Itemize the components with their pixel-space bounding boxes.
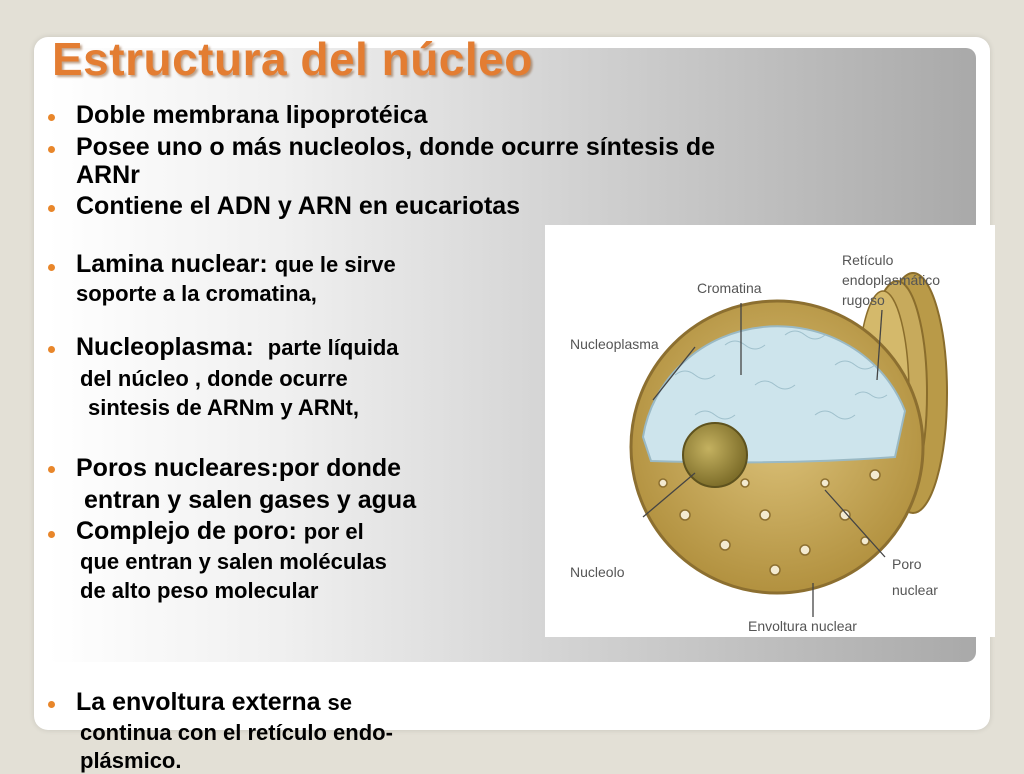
label-poro-line-1: Poro [892, 556, 922, 572]
bullet-4-line-1: Lamina nuclear: que le sirve [76, 250, 396, 279]
bullet-5-line-1: Nucleoplasma: parte líquida [76, 333, 399, 362]
nucleus-diagram: Retículo endoplasmático rugoso Cromatina… [545, 225, 995, 637]
slide-title: Estructura del núcleo [52, 33, 533, 85]
bullet-5-rest: parte líquida [267, 335, 399, 360]
bullet-3-text: Contiene el ADN y ARN en eucariotas [76, 192, 521, 220]
nucleolus [682, 422, 748, 488]
chromatin-texture [674, 330, 888, 420]
label-poro-line-2: nuclear [892, 582, 938, 598]
bullet-dot [48, 146, 55, 153]
bullet-7-line-3: de alto peso molecular [80, 578, 319, 603]
bullet-2-line-2: ARNr [76, 161, 140, 189]
bullet-4-rest: que le sirve [274, 252, 396, 277]
bullet-6-line-1: Poros nucleares:por donde [76, 454, 402, 482]
label-envoltura: Envoltura nuclear [748, 618, 857, 634]
bullet-7-line-2: que entran y salen moléculas [80, 549, 387, 574]
bullet-8-line-1: La envoltura externa se [76, 688, 352, 717]
bullet-8-line-3: plásmico. [80, 748, 182, 773]
bullet-dot [48, 466, 55, 473]
bullet-7-rest: por el [303, 519, 364, 544]
bullet-7-heading: Complejo de poro: [76, 517, 297, 545]
bullet-dot [48, 531, 55, 538]
label-nucleoplasma: Nucleoplasma [570, 336, 659, 352]
bullet-6-line-2: entran y salen gases y agua [84, 486, 417, 514]
bullet-4-line-2: soporte a la cromatina, [76, 281, 317, 306]
bullet-5-line-2: del núcleo , donde ocurre [80, 366, 348, 391]
nucleus-diagram-svg: Retículo endoplasmático rugoso Cromatina… [570, 252, 948, 634]
bullet-8-line-2: continua con el retículo endo- [80, 720, 393, 745]
bullet-5-line-3: sintesis de ARNm y ARNt, [88, 395, 359, 420]
bullet-7-line-1: Complejo de poro: por el [76, 517, 364, 546]
bullet-dot [48, 114, 55, 121]
bullet-dot [48, 205, 55, 212]
bullet-dot [48, 346, 55, 353]
label-reticulo-line-2: endoplasmático [842, 272, 940, 288]
bullet-dot [48, 701, 55, 708]
pointer-lines [642, 303, 886, 617]
bullet-5-heading: Nucleoplasma: [76, 333, 254, 361]
bullet-dot [48, 264, 55, 271]
bullet-2-line-1: Posee uno o más nucleolos, donde ocurre … [76, 133, 716, 161]
bullet-8-heading: La envoltura externa [76, 688, 321, 716]
bullet-1-text: Doble membrana lipoprotéica [76, 101, 428, 129]
label-nucleolo: Nucleolo [570, 564, 625, 580]
bullet-8-rest: se [327, 690, 352, 715]
label-reticulo-line-1: Retículo [842, 252, 894, 268]
label-cromatina: Cromatina [697, 280, 762, 296]
bullet-4-heading: Lamina nuclear: [76, 250, 268, 278]
label-reticulo-line-3: rugoso [842, 292, 885, 308]
